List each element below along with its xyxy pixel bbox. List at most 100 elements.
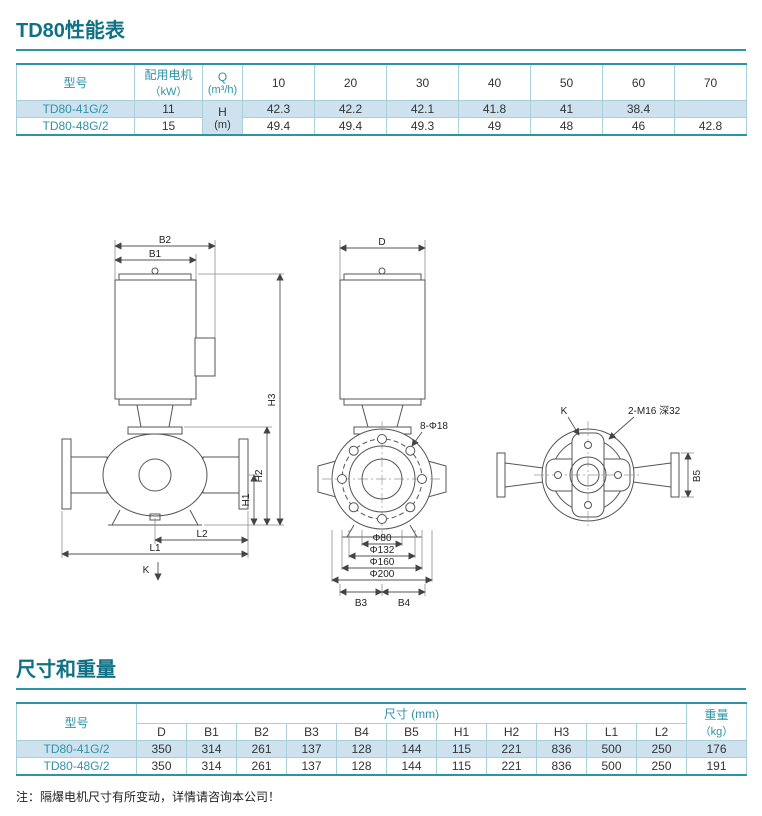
dim-col-header: B5 xyxy=(386,723,437,741)
dim-label-l1: L1 xyxy=(149,543,161,554)
weight-cell: 191 xyxy=(686,757,747,776)
dim-value-cell: 261 xyxy=(236,757,287,776)
dim-label-l2: L2 xyxy=(196,529,208,540)
pump-drawing-svg: B2 B1 xyxy=(61,235,703,609)
dim-label-k: K xyxy=(143,565,150,576)
perf-row-td80-41g2: TD80-41G/2 11 H (m) 42.3 42.2 42.1 41.8 … xyxy=(16,100,747,136)
head-unit-cell: H (m) xyxy=(202,100,243,136)
bolt-hole xyxy=(554,471,562,479)
head-value-cell: 49.3 xyxy=(386,117,459,136)
terminal-box xyxy=(194,337,216,377)
dim-value-cell: 350 xyxy=(136,757,187,776)
head-value-cell: 49.4 xyxy=(314,117,387,136)
suction-flange xyxy=(496,452,506,498)
perf-header-row: 型号 配用电机 （kW） Q (m³/h) 10 20 30 40 50 60 xyxy=(16,63,747,101)
dim-label-d200: Φ200 xyxy=(370,569,395,580)
weight-header-line1: 重量 xyxy=(704,707,729,722)
dim-col-header: B2 xyxy=(236,723,287,741)
bolt-hole xyxy=(614,471,622,479)
dim-label-b4: B4 xyxy=(398,598,411,609)
bolt-hole xyxy=(584,501,592,509)
motor-body xyxy=(114,279,197,400)
discharge-flange xyxy=(238,438,249,510)
dim-value-cell: 128 xyxy=(336,757,387,776)
dim-value-cell: 500 xyxy=(586,757,637,776)
dim-value-cell: 250 xyxy=(636,740,687,758)
motor-power-cell: 11 xyxy=(134,100,203,118)
model-cell: TD80-48G/2 xyxy=(16,757,137,776)
dim-value-cell: 128 xyxy=(336,740,387,758)
footnote: 注：隔爆电机尺寸有所变动，详情请咨询本公司！ xyxy=(16,790,281,804)
head-unit-line1: H xyxy=(218,104,227,119)
head-value-cell: 42.8 xyxy=(674,117,747,136)
dim-value-cell: 314 xyxy=(186,757,237,776)
motor-body xyxy=(339,279,426,400)
dim-value-cell: 261 xyxy=(236,740,287,758)
dim-label-d80: Φ80 xyxy=(372,533,392,544)
dim-value-cell: 350 xyxy=(136,740,187,758)
dim-value-cell: 115 xyxy=(436,757,487,776)
side-view-drawing: B2 B1 xyxy=(61,235,284,581)
dim-label-h1: H1 xyxy=(241,493,252,506)
head-value-cell: 48 xyxy=(530,117,603,136)
flow-value-header: 40 xyxy=(458,63,531,101)
bolt-hole xyxy=(348,445,359,456)
bolt-hole xyxy=(417,474,427,484)
head-value-cell xyxy=(674,100,747,118)
bolt-hole xyxy=(377,434,387,444)
head-value-cell: 41 xyxy=(530,100,603,118)
dim-label-h2: H2 xyxy=(254,469,265,482)
dim-value-cell: 115 xyxy=(436,740,487,758)
dim-label-bolt-holes: 8-Φ18 xyxy=(420,421,448,432)
head-unit-line2: (m) xyxy=(214,118,231,131)
dim-label-b1: B1 xyxy=(149,249,162,260)
dim-label-b5: B5 xyxy=(692,469,703,482)
discharge-flange xyxy=(670,452,680,498)
col-header-model: 型号 xyxy=(16,63,135,101)
dims-header-group-row: 型号 尺寸 (mm) 重量 （kg） xyxy=(16,702,747,741)
dim-value-cell: 221 xyxy=(486,740,537,758)
dim-value-cell: 836 xyxy=(536,757,587,776)
bolt-hole xyxy=(405,502,416,513)
dim-value-cell: 137 xyxy=(286,740,337,758)
dim-label-b3: B3 xyxy=(355,598,368,609)
dim-label-d: D xyxy=(378,237,385,248)
col-header-dimension-group: 尺寸 (mm) xyxy=(136,702,687,724)
model-cell: TD80-41G/2 xyxy=(16,100,135,118)
dim-value-cell: 314 xyxy=(186,740,237,758)
flow-value-header: 20 xyxy=(314,63,387,101)
col-header-motor: 配用电机 （kW） xyxy=(134,63,203,101)
bolt-hole xyxy=(584,441,592,449)
flow-value-header: 60 xyxy=(602,63,675,101)
lifting-eye-icon xyxy=(151,267,159,275)
head-value-cell: 41.8 xyxy=(458,100,531,118)
lifting-eye-icon xyxy=(378,267,386,275)
dim-col-header: B4 xyxy=(336,723,387,741)
flow-value-header: 50 xyxy=(530,63,603,101)
front-view-drawing: D xyxy=(317,237,448,609)
flow-value-header: 30 xyxy=(386,63,459,101)
dim-label-tapped-holes: 2-M16 深32 xyxy=(628,405,681,417)
dim-col-header: D xyxy=(136,723,187,741)
dims-row-td80-48g2: TD80-48G/2 350 314 261 137 128 144 115 2… xyxy=(16,757,747,776)
model-cell: TD80-41G/2 xyxy=(16,740,137,758)
page-title-performance: TD80性能表 xyxy=(16,0,746,51)
model-cell: TD80-48G/2 xyxy=(16,117,135,136)
dims-header-cols-row: D B1 B2 B3 B4 B5 H1 H2 H3 L1 L2 xyxy=(17,723,747,741)
dim-col-header: L1 xyxy=(586,723,637,741)
dim-col-header: H1 xyxy=(436,723,487,741)
bolt-hole xyxy=(348,502,359,513)
flow-header-line1: Q xyxy=(217,69,228,84)
dim-col-header: L2 xyxy=(636,723,687,741)
motor-power-cell: 15 xyxy=(134,117,203,136)
bolt-hole xyxy=(337,474,347,484)
motor-header-line2: （kW） xyxy=(149,86,188,98)
head-value-cell: 42.2 xyxy=(314,100,387,118)
dim-value-cell: 836 xyxy=(536,740,587,758)
dim-col-header: H2 xyxy=(486,723,537,741)
top-view-drawing: K 2-M16 深32 B5 xyxy=(496,405,703,529)
motor-header-line1: 配用电机 xyxy=(144,68,193,82)
weight-header-line2: （kg） xyxy=(699,725,734,738)
head-value-cell: 49 xyxy=(458,117,531,136)
